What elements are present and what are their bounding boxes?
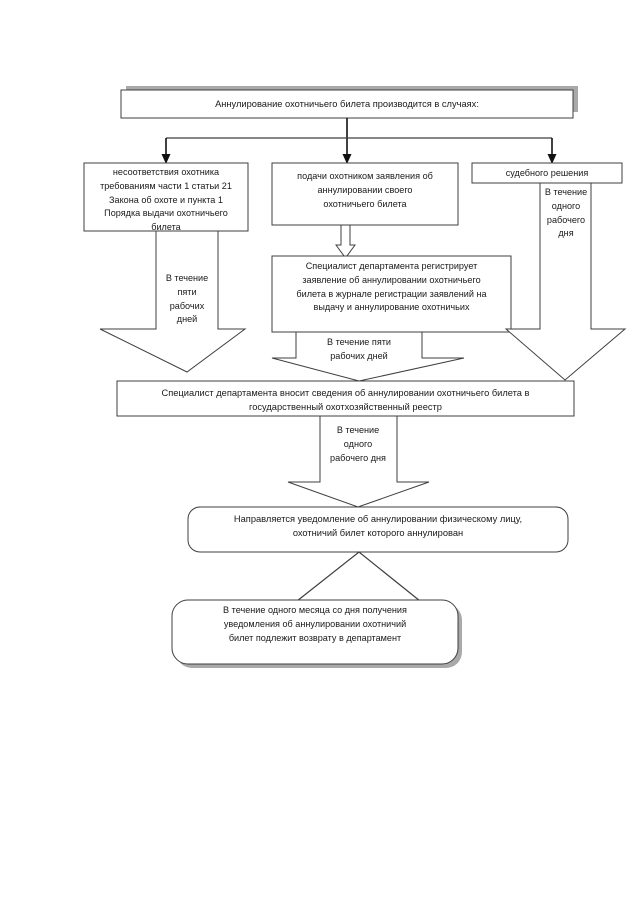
case-middle-box bbox=[271, 162, 459, 226]
return-ticket-box bbox=[171, 599, 459, 665]
arrowhead-to-case-left bbox=[161, 154, 171, 164]
notification-box bbox=[187, 506, 569, 553]
arrowhead-to-case-middle bbox=[342, 154, 352, 164]
right-block-arrow-one-day bbox=[504, 182, 627, 381]
upward-chevron-connector bbox=[296, 551, 421, 602]
registry-entry-box bbox=[116, 380, 575, 417]
left-block-arrow bbox=[99, 230, 247, 373]
register-box bbox=[271, 255, 512, 333]
center-block-arrow-five-days bbox=[271, 331, 465, 382]
case-right-box bbox=[471, 162, 623, 184]
case-left-box bbox=[83, 162, 249, 232]
middle-thin-block-arrow bbox=[335, 224, 356, 259]
center-block-arrow-one-day bbox=[287, 415, 430, 508]
arrowhead-to-case-right bbox=[547, 154, 557, 164]
header-box bbox=[120, 89, 574, 119]
